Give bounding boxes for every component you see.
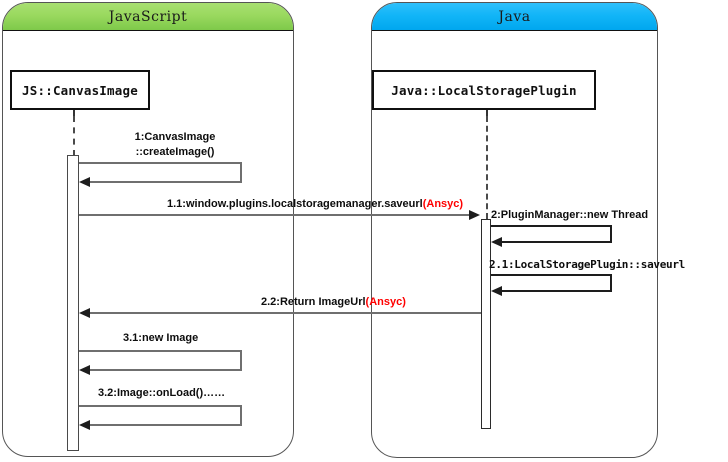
message-1-label-line2: ::createImage() [135, 146, 215, 158]
message-2-1-line-back [502, 290, 612, 292]
message-3-1-arrowhead [79, 365, 90, 375]
message-1-line-back [90, 181, 242, 183]
message-2-2-line [90, 312, 481, 314]
activation-java-localstorageplugin [481, 219, 491, 429]
message-2-1-label: 2.1:LocalStoragePlugin::saveurl [489, 258, 685, 271]
message-1-1-label: 1.1:window.plugins.localstoragemanager.s… [167, 198, 464, 210]
message-3-1-line-turn [240, 350, 242, 370]
participant-js-canvasimage-label: JS::CanvasImage [22, 82, 138, 98]
message-2-label: 2:PluginManager::new Thread [491, 209, 649, 221]
lifeline-java-stub [486, 110, 488, 118]
message-2-line-back [502, 241, 612, 243]
message-3-2-line-back [90, 424, 242, 426]
participant-java-localstorageplugin[interactable]: Java::LocalStoragePlugin [372, 70, 596, 110]
message-2-2-label: 2.2:Return ImageUrl(Ansyc) [261, 296, 406, 308]
message-3-2-label: 3.2:Image::onLoad()…… [98, 387, 226, 399]
message-2-1-arrowhead [491, 286, 502, 296]
lifeline-js-stub [73, 110, 75, 118]
panel-javascript-title: JavaScript [3, 3, 293, 31]
message-1-1-async-tag: (Ansyc) [422, 198, 464, 210]
message-1-line-turn [240, 162, 242, 182]
message-3-1-label: 3.1:new Image [123, 332, 199, 344]
message-1-1-line [79, 214, 471, 216]
message-3-1-line-out [79, 350, 242, 352]
participant-js-canvasimage[interactable]: JS::CanvasImage [10, 70, 150, 110]
panel-java-title: Java [372, 3, 657, 31]
message-2-line-out [491, 225, 612, 227]
message-2-2-arrowhead [79, 308, 90, 318]
message-2-arrowhead [491, 237, 502, 247]
message-1-arrowhead [79, 177, 90, 187]
message-3-2-arrowhead [79, 420, 90, 430]
lifeline-js-canvasimage [73, 116, 75, 156]
message-3-1-line-back [90, 369, 242, 371]
message-2-1-line-out [491, 274, 612, 276]
message-2-2-async-tag: (Ansyc) [365, 296, 406, 308]
lifeline-java-localstorageplugin [486, 116, 488, 219]
message-2-1-line-turn [610, 274, 612, 291]
message-1-1-arrowhead [469, 210, 480, 220]
participant-java-localstorageplugin-label: Java::LocalStoragePlugin [391, 82, 577, 98]
message-3-2-line-out [79, 405, 242, 407]
message-2-line-turn [610, 225, 612, 242]
message-1-line-out [79, 162, 242, 164]
message-3-2-line-turn [240, 405, 242, 425]
activation-js-canvasimage [67, 155, 79, 451]
message-1-label-line1: 1:CanvasImage [134, 131, 216, 143]
